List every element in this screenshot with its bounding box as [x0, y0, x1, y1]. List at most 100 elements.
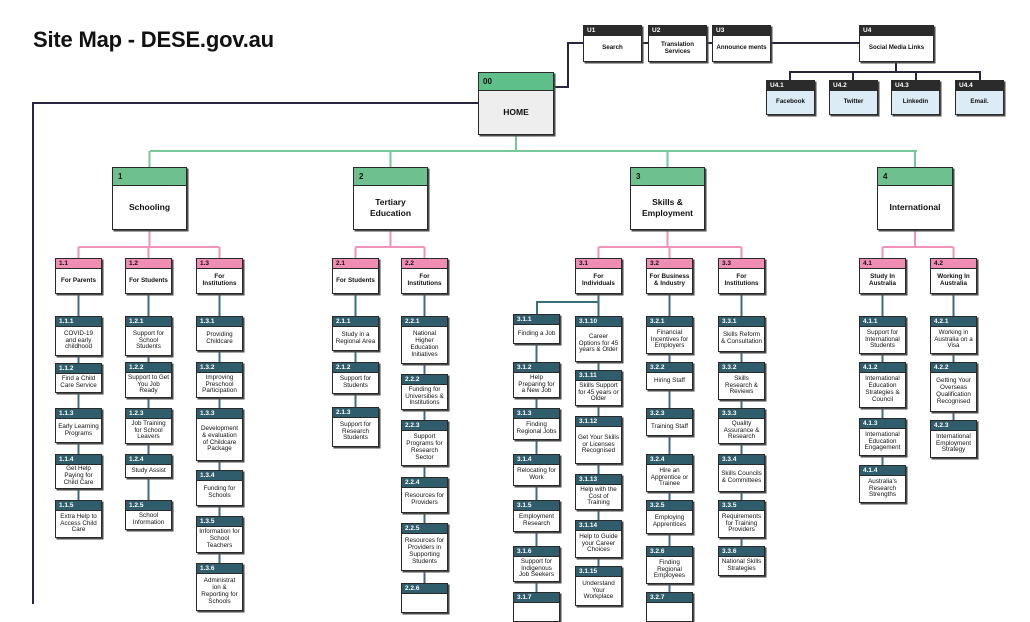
box-code: 3.3.4 — [719, 455, 764, 465]
box-code: 4.1 — [860, 259, 905, 269]
box-label: National Skills Strategies — [721, 558, 762, 572]
box-code: 1.1.1 — [56, 317, 101, 327]
box-code: 4.2.1 — [931, 317, 976, 327]
box-label: Help with the Cost of Training — [580, 485, 617, 507]
box-code: 3.1.7 — [514, 593, 559, 603]
box-label: Skills Research & Reviews — [725, 374, 758, 396]
box-label: Get Help Paying for Child Care — [63, 465, 94, 486]
box-code: 3.3.6 — [719, 547, 764, 557]
box-label: Study in a Regional Area — [335, 330, 376, 345]
box-label: Support for Indigenous Job Seekers — [518, 557, 554, 579]
box-code: 2 — [354, 168, 427, 186]
box-label: For Students — [336, 276, 375, 284]
box-code: 1.1.5 — [56, 501, 101, 511]
box-code: 3.2.1 — [647, 317, 692, 327]
box-label: Hire an Apprentice or Trainee — [650, 466, 689, 488]
box-label: Social Media Links — [868, 44, 925, 52]
box-code: 3.1.12 — [576, 417, 621, 427]
box-label: Translation Services — [660, 40, 694, 55]
box-code: 2.2.2 — [402, 375, 447, 385]
box-code: 2.2.6 — [402, 584, 447, 594]
box-label: Resources for Providers — [404, 492, 445, 506]
box-label: Funding for Universities & Institutions — [405, 385, 444, 407]
box-label: Skills Councils & Committees — [721, 470, 762, 484]
connector — [789, 62, 897, 81]
connector — [32, 102, 478, 604]
box-code: 2.2.5 — [402, 524, 447, 534]
box-label: Career Options for 45 years & Older — [578, 332, 619, 354]
box-label: Schooling — [128, 202, 171, 213]
box-code: U2 — [649, 26, 706, 36]
box-label: Improving Preschool Participation — [202, 373, 237, 395]
box-code: 1 — [113, 168, 186, 186]
box-code: U4.4 — [956, 81, 1003, 91]
box-label — [647, 603, 692, 621]
box-label: For Parents — [61, 276, 96, 284]
box-code: 3.2.5 — [647, 501, 692, 511]
box-label: Hiring Staff — [653, 376, 686, 384]
box-label: Early Learning Programs — [58, 422, 99, 437]
box-code: 2.2.1 — [402, 317, 447, 327]
box-label: Funding for Schools — [203, 485, 236, 499]
box-label: Providing Childcare — [206, 330, 233, 345]
box-label: Tertiary Education — [369, 196, 412, 218]
box-label: Skills Reform & Consultation — [721, 331, 762, 345]
box-code: 3.1.2 — [514, 363, 559, 373]
box-code: 3.3.1 — [719, 317, 764, 327]
box-label: Support to Get You Job Ready — [128, 373, 169, 395]
box-code: 2.1.1 — [333, 317, 378, 327]
box-label: Extra Help to Access Child Care — [60, 512, 97, 534]
box-code: 3.1.11 — [576, 371, 621, 381]
box-code: 3 — [631, 168, 704, 186]
box-code: 3.1 — [576, 259, 621, 269]
box-code: 3.3.2 — [719, 363, 764, 373]
box-code: 4 — [878, 168, 952, 186]
box-code: 1.3.4 — [197, 471, 242, 481]
box-code: 1.3.6 — [197, 564, 242, 574]
box-label: Help to Guide your Career Choices — [579, 532, 618, 554]
box-code: U4 — [860, 26, 933, 36]
box-label: Support Programs for Research Sector — [406, 433, 443, 461]
box-label: Finding Regional Jobs — [516, 421, 557, 435]
box-code: 3.3.3 — [719, 409, 764, 419]
box-label: Get Your Skills or Licenses Recognised — [578, 433, 619, 455]
box-code: 2.2.4 — [402, 478, 447, 488]
box-label: International Education Strategies & Cou… — [865, 375, 900, 403]
box-code: 1.3.2 — [197, 363, 242, 373]
box-label: Job Training for School Leavers — [131, 419, 166, 441]
box-label — [402, 594, 447, 612]
box-label: Skills & Employment — [641, 196, 693, 218]
